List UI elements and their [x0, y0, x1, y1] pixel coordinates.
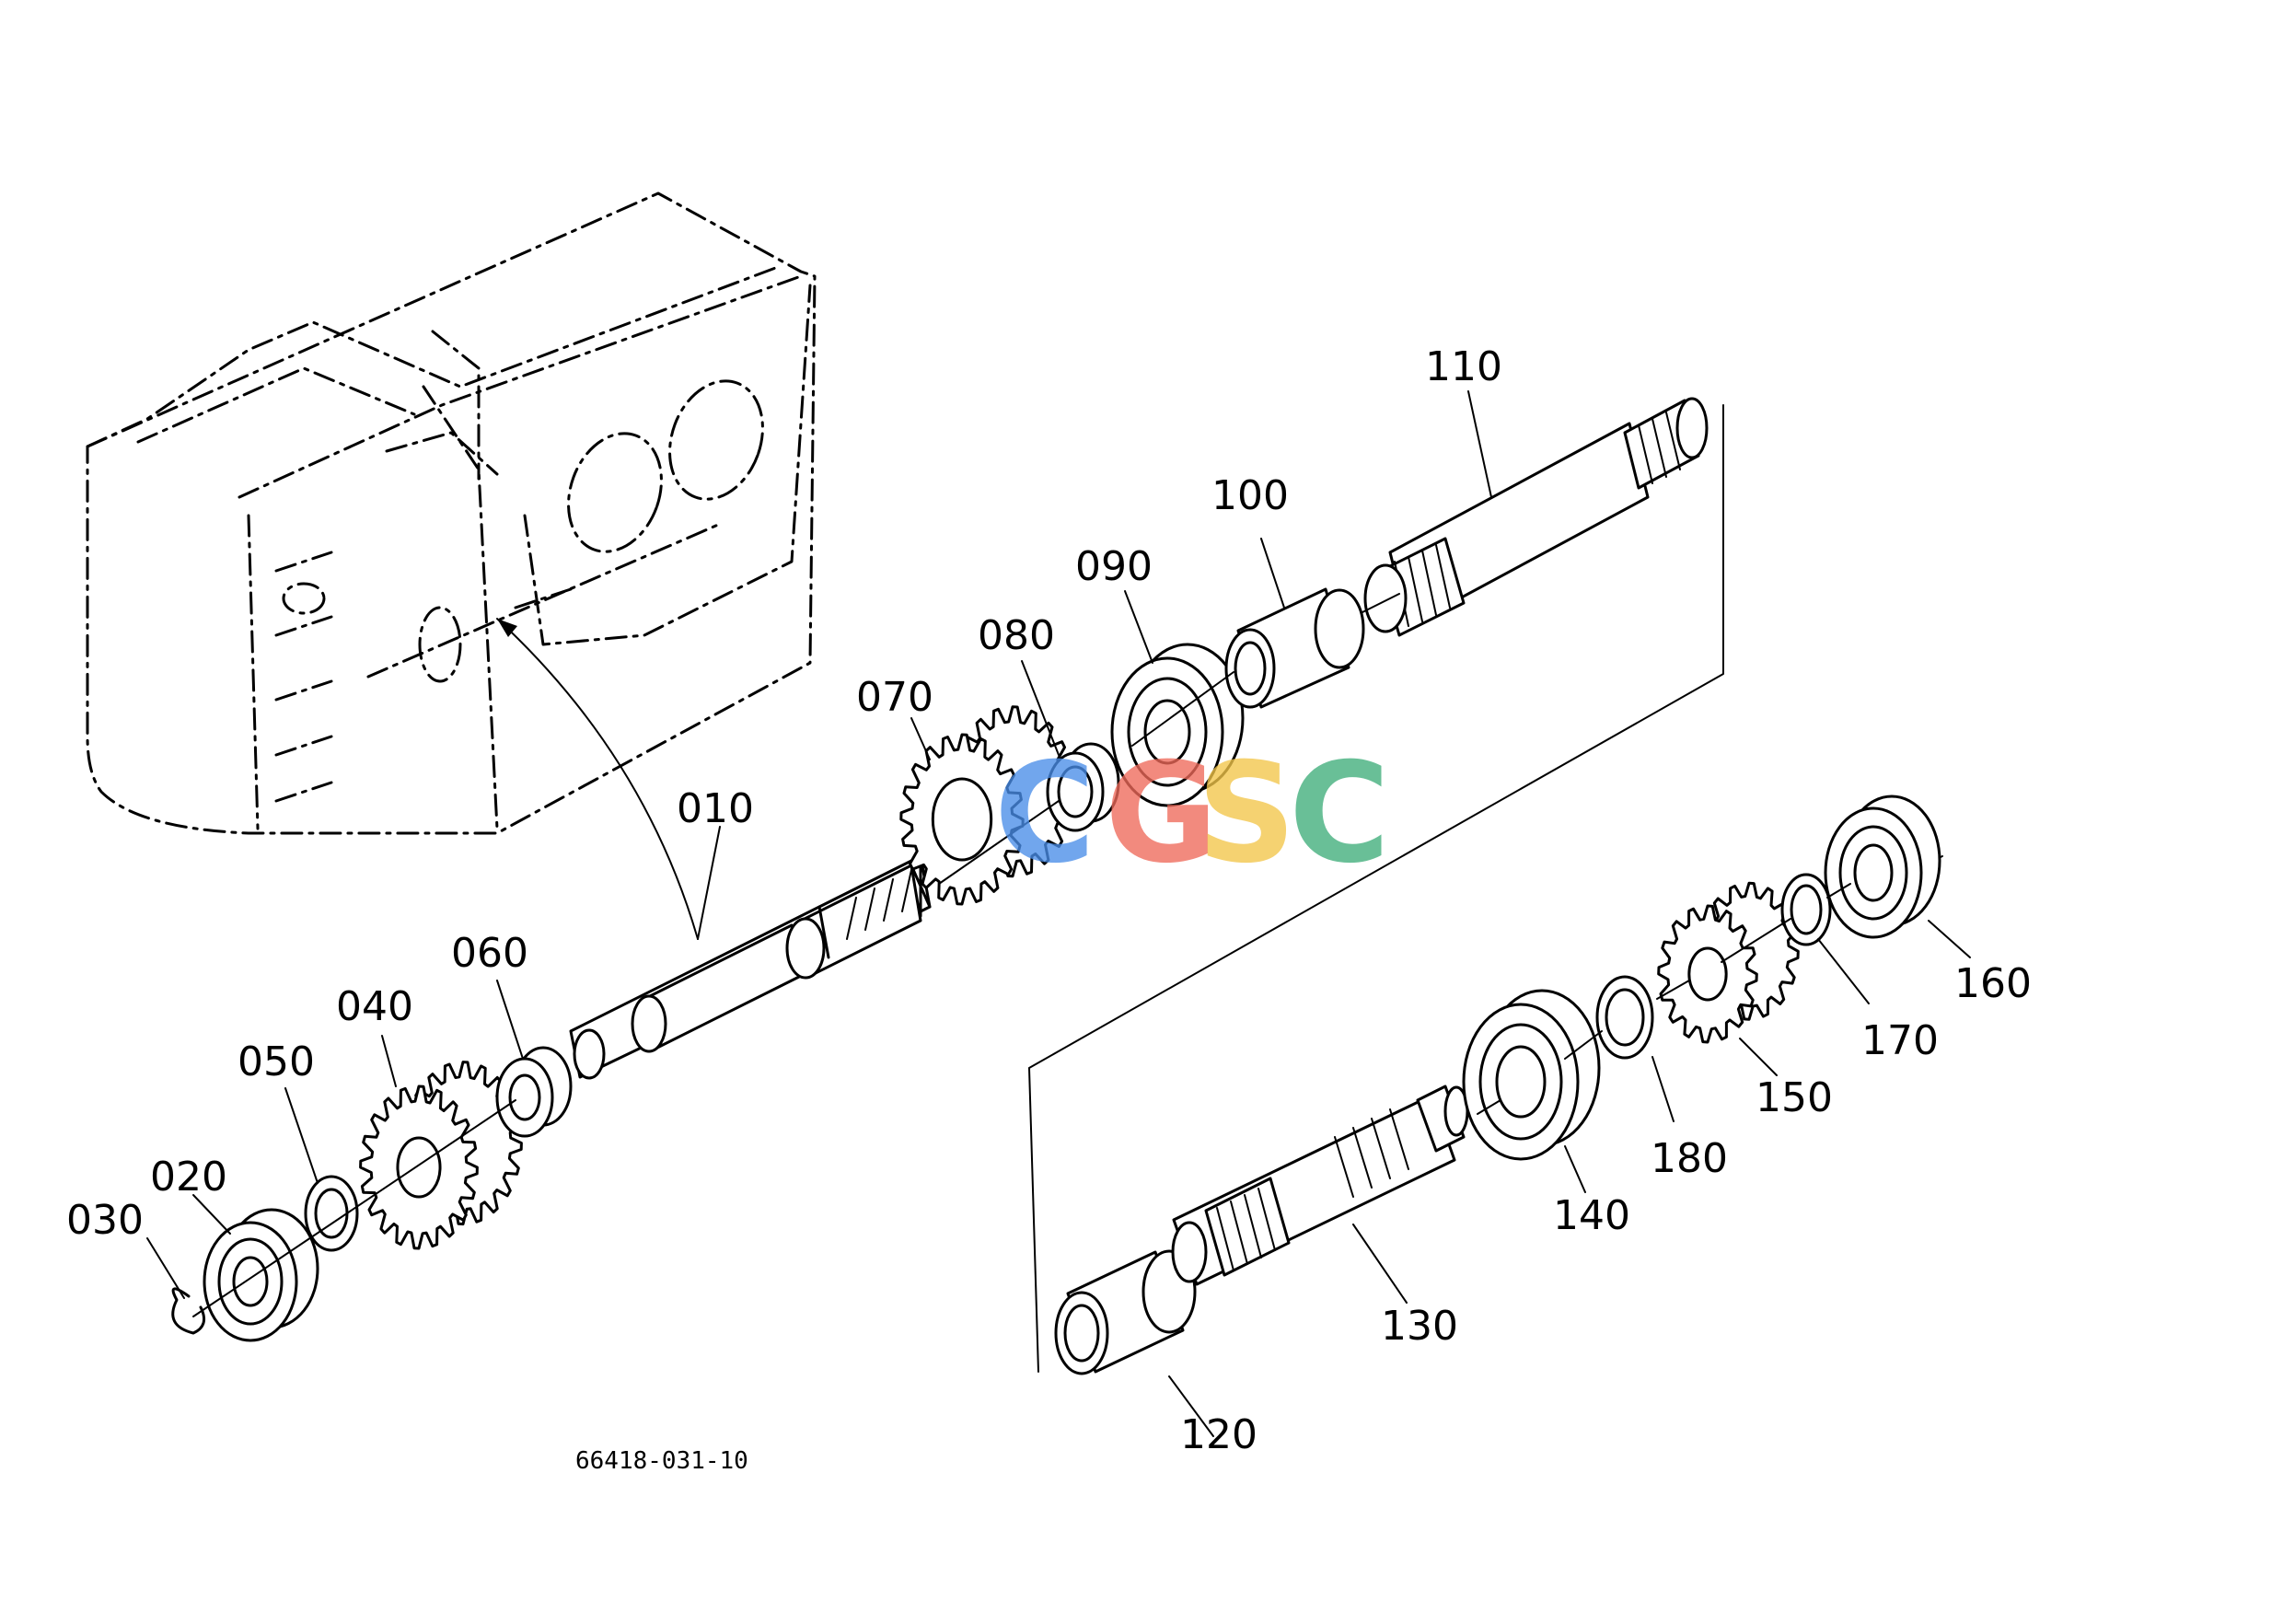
part-140-bearing: [1462, 989, 1601, 1161]
callout-040: 040: [336, 983, 413, 1030]
callout-180: 180: [1651, 1135, 1728, 1182]
callout-010: 010: [677, 785, 754, 832]
callout-130: 130: [1381, 1303, 1458, 1350]
callout-030: 030: [66, 1197, 144, 1244]
gear150-front-face: [1657, 904, 1758, 1044]
callout-070: 070: [856, 674, 933, 721]
part-090-bearing: [1110, 643, 1245, 807]
part-020-bearing: [203, 1208, 319, 1342]
gear070-bore: [931, 777, 993, 862]
gear070-front-face: [899, 733, 1025, 906]
part-180-washer: [1595, 975, 1654, 1060]
part-070-gear: [899, 705, 1075, 906]
callout-090: 090: [1075, 543, 1153, 590]
callout-labels: 010 020 030 040 050 060 070 080 090 100 …: [66, 343, 2032, 1458]
callout-080: 080: [978, 612, 1055, 659]
part-080-collar: [1046, 742, 1120, 832]
watermark-letter: S: [1197, 734, 1296, 894]
watermark-letter: G: [1105, 734, 1218, 894]
callout-050: 050: [238, 1038, 315, 1085]
part-010-shaft: [569, 854, 932, 1080]
callout-140: 140: [1553, 1192, 1630, 1239]
part-170-washer: [1780, 873, 1832, 946]
part-050-washer: [304, 1175, 359, 1252]
watermark-letter: C: [1289, 734, 1390, 894]
part-130-shaft: [1171, 1085, 1469, 1286]
callout-120: 120: [1180, 1411, 1257, 1458]
callout-020: 020: [150, 1154, 227, 1201]
gear150-bore: [1687, 946, 1728, 1002]
part-040-gear: [359, 1061, 523, 1250]
callout-160: 160: [1954, 960, 2032, 1007]
callout-170: 170: [1861, 1017, 1939, 1064]
callout-150: 150: [1756, 1074, 1833, 1121]
part-120-needle-bearing: [1054, 1249, 1197, 1375]
part-150-gear: [1657, 881, 1800, 1044]
callout-060: 060: [451, 930, 528, 977]
part-100-needle-bearing: [1224, 587, 1365, 709]
callout-100: 100: [1211, 472, 1289, 519]
part-110-shaft: [1363, 397, 1709, 637]
callout-110: 110: [1425, 343, 1502, 390]
part-030-snap-ring: [171, 1287, 206, 1335]
transmission-housing: [86, 191, 817, 940]
assembly-plane: [1028, 404, 1724, 1373]
part-060-bushing: [495, 1046, 573, 1138]
gear040-bore: [396, 1136, 442, 1199]
gear040-front-face: [359, 1085, 479, 1250]
leader-lines: [146, 390, 1971, 1437]
drawing-code: 66418-031-10: [575, 1447, 748, 1475]
part-160-bearing: [1824, 795, 1943, 939]
watermark-letter: C: [994, 734, 1095, 894]
